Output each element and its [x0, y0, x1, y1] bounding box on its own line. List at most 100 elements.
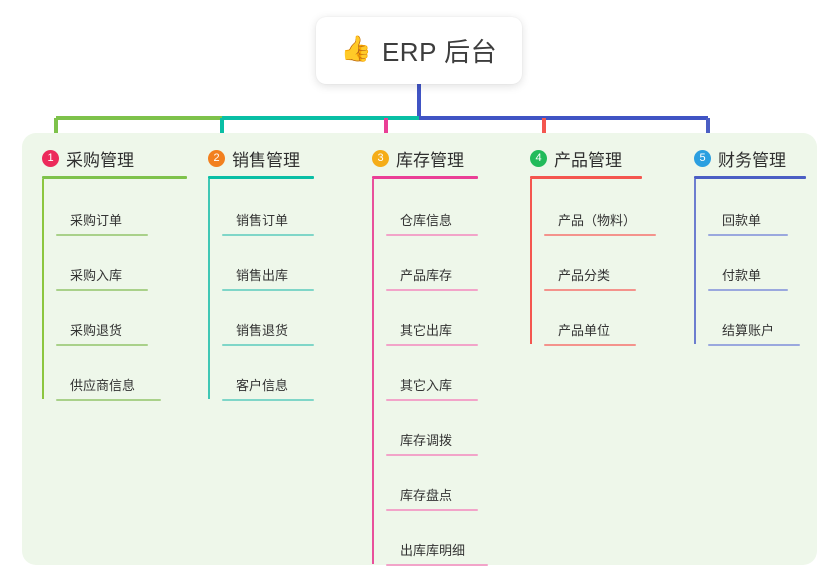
leaf-underline — [544, 344, 636, 346]
branch-header-3[interactable]: 3 库存管理 — [372, 146, 478, 170]
leaf-underline — [544, 234, 656, 236]
leaf-label: 采购订单 — [70, 213, 123, 228]
leaf-underline — [222, 399, 314, 401]
leaf-list: 产品（物料） 产品分类产品单位 — [530, 179, 656, 346]
branch-spine — [694, 179, 696, 344]
leaf-underline — [544, 289, 636, 291]
branch-spine — [42, 179, 44, 399]
root-node-title: ERP 后台 — [381, 37, 498, 67]
branch-title: 财务管理 — [718, 150, 786, 170]
branch-number-badge: 1 — [42, 149, 59, 167]
leaf-node[interactable]: 采购入库 — [56, 234, 187, 291]
leaf-underline — [386, 509, 478, 511]
leaf-node[interactable]: 产品（物料） — [544, 179, 656, 236]
leaf-label: 采购退货 — [70, 323, 123, 338]
leaf-underline — [386, 234, 478, 236]
leaf-label: 其它入库 — [400, 378, 453, 393]
leaf-node[interactable]: 客户信息 — [222, 344, 314, 401]
branch-number-badge: 2 — [208, 149, 225, 167]
branch-header-underline — [208, 176, 314, 179]
leaf-label: 仓库信息 — [400, 213, 453, 228]
leaf-node[interactable]: 销售退货 — [222, 289, 314, 346]
leaf-node[interactable]: 产品分类 — [544, 234, 642, 291]
branch-header-underline — [530, 176, 642, 179]
leaf-label: 库存盘点 — [400, 488, 453, 503]
root-node-card[interactable]: 👍 ERP 后台 — [316, 17, 522, 84]
leaf-list: 销售订单销售出库销售退货客户信息 — [208, 179, 314, 401]
leaf-label: 产品库存 — [400, 268, 453, 283]
leaf-node[interactable]: 产品库存 — [386, 234, 478, 291]
branch-title: 库存管理 — [396, 150, 464, 170]
branch-number-badge: 3 — [372, 149, 389, 167]
leaf-node[interactable]: 结算账户 — [708, 289, 806, 346]
leaf-underline — [386, 564, 488, 566]
branch-header-1[interactable]: 1 采购管理 — [42, 146, 187, 170]
leaf-node[interactable]: 供应商信息 — [56, 344, 187, 401]
leaf-node[interactable]: 采购退货 — [56, 289, 187, 346]
leaf-underline — [222, 234, 314, 236]
leaf-underline — [222, 344, 314, 346]
leaf-label: 客户信息 — [236, 378, 289, 393]
leaf-label: 销售出库 — [236, 268, 289, 283]
branch-column-4: 4 产品管理产品（物料） 产品分类产品单位 — [530, 146, 656, 346]
branch-spine — [372, 179, 374, 564]
branch-column-3: 3 库存管理仓库信息产品库存其它出库其它入库库存调拨库存盘点出库库明细 — [372, 146, 488, 566]
leaf-label: 结算账户 — [722, 323, 775, 338]
branch-title: 采购管理 — [66, 150, 134, 170]
branch-column-5: 5 财务管理回款单付款单结算账户 — [694, 146, 806, 346]
leaf-node[interactable]: 库存调拨 — [386, 399, 478, 456]
branch-header-2[interactable]: 2 销售管理 — [208, 146, 314, 170]
branch-number-badge: 5 — [694, 149, 711, 167]
leaf-label: 销售订单 — [236, 213, 289, 228]
leaf-node[interactable]: 仓库信息 — [386, 179, 478, 236]
branch-title: 产品管理 — [554, 150, 622, 170]
branch-number-badge: 4 — [530, 149, 547, 167]
leaf-list: 采购订单采购入库采购退货供应商信息 — [42, 179, 187, 401]
leaf-label: 回款单 — [722, 213, 762, 228]
leaf-underline — [708, 234, 788, 236]
leaf-label: 采购入库 — [70, 268, 123, 283]
leaf-list: 回款单付款单结算账户 — [694, 179, 806, 346]
leaf-node[interactable]: 其它入库 — [386, 344, 478, 401]
leaf-label: 产品分类 — [558, 268, 611, 283]
leaf-underline — [56, 289, 148, 291]
branch-title: 销售管理 — [232, 150, 300, 170]
leaf-label: 其它出库 — [400, 323, 453, 338]
leaf-node[interactable]: 销售订单 — [222, 179, 314, 236]
branch-spine — [530, 179, 532, 344]
leaf-label: 销售退货 — [236, 323, 289, 338]
leaf-underline — [56, 399, 161, 401]
leaf-label: 产品单位 — [558, 323, 611, 338]
leaf-label: 库存调拨 — [400, 433, 453, 448]
branch-column-2: 2 销售管理销售订单销售出库销售退货客户信息 — [208, 146, 314, 401]
leaf-node[interactable]: 产品单位 — [544, 289, 642, 346]
branch-column-1: 1 采购管理采购订单采购入库采购退货供应商信息 — [42, 146, 187, 401]
leaf-underline — [386, 344, 478, 346]
branch-header-5[interactable]: 5 财务管理 — [694, 146, 806, 170]
leaf-underline — [386, 399, 478, 401]
leaf-node[interactable]: 回款单 — [708, 179, 806, 236]
leaf-underline — [56, 234, 148, 236]
leaf-label: 付款单 — [722, 268, 762, 283]
leaf-underline — [56, 344, 148, 346]
leaf-node[interactable]: 销售出库 — [222, 234, 314, 291]
leaf-label: 供应商信息 — [70, 378, 136, 393]
leaf-node[interactable]: 库存盘点 — [386, 454, 478, 511]
leaf-list: 仓库信息产品库存其它出库其它入库库存调拨库存盘点出库库明细 — [372, 179, 488, 566]
leaf-node[interactable]: 其它出库 — [386, 289, 478, 346]
diagram-panel — [22, 133, 817, 565]
leaf-underline — [708, 289, 788, 291]
leaf-label: 出库库明细 — [400, 543, 466, 558]
leaf-node[interactable]: 付款单 — [708, 234, 806, 291]
branch-header-4[interactable]: 4 产品管理 — [530, 146, 642, 170]
branch-header-underline — [694, 176, 806, 179]
leaf-underline — [386, 454, 478, 456]
leaf-underline — [222, 289, 314, 291]
thumbs-up-icon: 👍 — [340, 35, 372, 63]
leaf-node[interactable]: 出库库明细 — [386, 509, 488, 566]
leaf-underline — [708, 344, 800, 346]
branch-header-underline — [372, 176, 478, 179]
leaf-underline — [386, 289, 478, 291]
leaf-node[interactable]: 采购订单 — [56, 179, 187, 236]
leaf-label: 产品（物料） — [558, 213, 637, 228]
